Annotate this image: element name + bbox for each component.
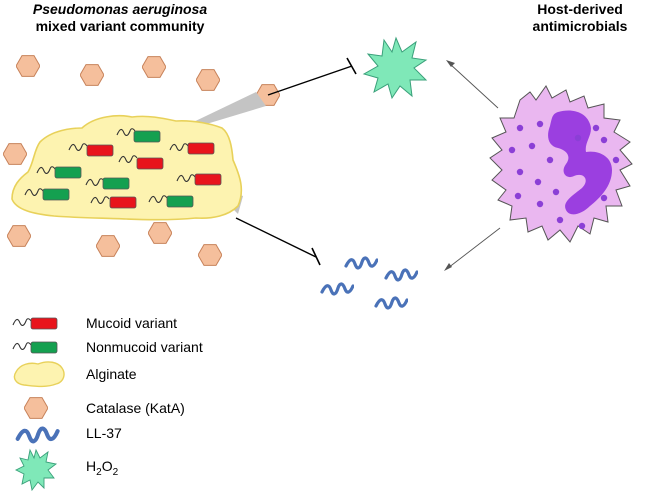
legend-mucoid-label: Mucoid variant: [86, 315, 177, 331]
catalase-hexagon: [3, 143, 27, 165]
granules: [508, 120, 620, 230]
ll37-peptide: [320, 282, 354, 296]
h2o2-label-sub2: 2: [113, 467, 119, 478]
catalase-hexagon: [198, 244, 222, 266]
legend-nonmucoid-label: Nonmucoid variant: [86, 339, 203, 355]
ll37-peptide: [384, 268, 418, 282]
h2o2-label-sub1: 2: [96, 467, 102, 478]
legend-ll37: LL-37: [18, 425, 122, 441]
catalase-hexagon: [7, 225, 31, 247]
catalase-hexagon: [148, 222, 172, 244]
nonmucoid-cell: [102, 177, 130, 190]
mucoid-cell: [136, 157, 164, 170]
host-title-line2: antimicrobials: [533, 18, 628, 34]
arrow-to-h2o2: [446, 60, 499, 109]
legend-alginate: Alginate: [13, 361, 137, 388]
nonmucoid-cell: [42, 188, 70, 201]
community-title-line1: Pseudomonas aeruginosa: [33, 1, 207, 17]
inhibition-ll37: [235, 217, 321, 266]
catalase-hexagon: [80, 64, 104, 86]
legend-alginate-label: Alginate: [86, 366, 137, 382]
bacteria-group: [24, 128, 222, 209]
legend-catalase-label: Catalase (KatA): [86, 400, 185, 416]
ll37-peptides: [320, 256, 418, 310]
nonmucoid-cell: [54, 166, 82, 179]
nucleus: [548, 110, 612, 215]
h2o2-label-o: O: [102, 458, 113, 474]
nonmucoid-cell: [133, 130, 161, 143]
catalase-hexagon: [142, 56, 166, 78]
arrow-to-ll37: [444, 227, 501, 271]
legend-nonmucoid: Nonmucoid variant: [12, 339, 203, 355]
legend-h2o2: H2O2: [14, 448, 119, 492]
nonmucoid-cell: [166, 195, 194, 208]
legend-catalase: Catalase (KatA): [24, 397, 185, 419]
catalase-icon: [24, 397, 48, 419]
legend: Mucoid variant Nonmucoid variant Alginat…: [12, 315, 203, 492]
h2o2-burst: [362, 36, 428, 100]
legend-ll37-label: LL-37: [86, 425, 122, 441]
mucoid-cell: [187, 142, 215, 155]
legend-h2o2-label: H2O2: [86, 458, 119, 478]
h2o2-icon: [14, 448, 58, 492]
ll37-peptide: [374, 296, 408, 310]
catalase-hexagon: [196, 69, 220, 91]
h2o2-label-h: H: [86, 458, 96, 474]
ll37-peptide: [344, 256, 378, 270]
mucoid-cell: [194, 173, 222, 186]
catalase-hexagon: [96, 235, 120, 257]
community-title-line2: mixed variant community: [36, 18, 205, 34]
neutrophil: [489, 85, 633, 243]
legend-mucoid: Mucoid variant: [12, 315, 177, 331]
ll37-icon: [18, 429, 58, 442]
catalase-hexagon: [16, 55, 40, 77]
host-title-line1: Host-derived: [537, 1, 623, 17]
mucoid-cell: [109, 196, 137, 209]
inhibition-h2o2: [267, 57, 357, 96]
mucoid-cell: [86, 144, 114, 157]
